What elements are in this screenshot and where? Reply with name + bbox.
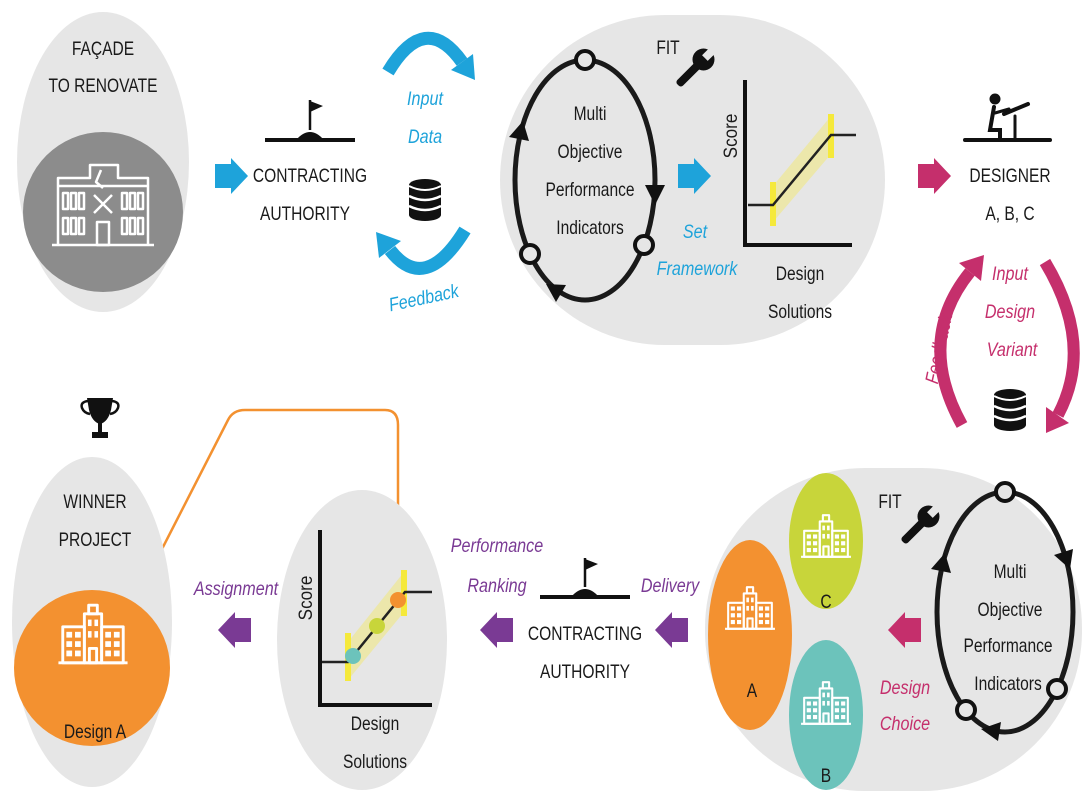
design-c-label: C — [820, 591, 831, 613]
input-design-variant-line2: Design — [985, 301, 1035, 323]
indicators-line4: Indicators — [974, 673, 1042, 695]
winner-design-label: Design A — [64, 721, 127, 743]
curved-arrow-right — [1039, 258, 1080, 418]
winner-line1: WINNER — [63, 491, 126, 513]
input-data-line1: Input — [407, 88, 444, 110]
fit-label: FIT — [878, 491, 902, 513]
arrowhead-icon — [451, 54, 475, 80]
contracting-authority-bottom: CONTRACTING AUTHORITY — [528, 558, 642, 682]
database-icon — [992, 388, 1028, 432]
winner-connector-line — [138, 408, 400, 600]
fit-label: FIT — [656, 37, 680, 59]
database-icon — [407, 178, 443, 222]
curved-arrow-left — [934, 268, 975, 428]
chart-axes — [318, 530, 432, 707]
curved-arrow-bottom — [384, 226, 471, 275]
performance-ranking-line2: Ranking — [467, 575, 526, 597]
design-variant-loop: Feedback Input Design Variant — [921, 255, 1080, 433]
set-framework-line2: Framework — [657, 258, 739, 280]
arrowhead-icon — [959, 255, 984, 281]
contracting-authority-line1: CONTRACTING — [253, 165, 367, 187]
design-c-circle — [789, 473, 863, 609]
score-chart-top: Score Design Solutions — [720, 80, 856, 322]
indicators-line2: Objective — [978, 599, 1043, 621]
arrow-left-icon — [218, 612, 251, 648]
input-data-loop: Input Data Feedback — [376, 31, 475, 316]
indicators-line3: Performance — [963, 635, 1052, 657]
design-b-circle — [789, 640, 863, 790]
damaged-building-icon — [52, 163, 154, 247]
designer-icon — [963, 93, 1052, 142]
design-a-point — [390, 592, 406, 608]
winner-line2: PROJECT — [59, 529, 132, 551]
arrow-left-icon — [655, 612, 688, 648]
designer-line2: A, B, C — [985, 203, 1034, 225]
contracting-authority-top: CONTRACTING AUTHORITY — [253, 100, 367, 224]
indicators-line4: Indicators — [556, 217, 624, 239]
wrench-icon — [676, 47, 716, 87]
indicator-cycle — [931, 481, 1076, 741]
flag-icon — [265, 100, 355, 142]
performance-ranking-line1: Performance — [451, 535, 544, 557]
arrow-right-icon — [918, 158, 951, 194]
winner-design-circle — [14, 590, 170, 746]
chart-xlabel-line2: Solutions — [768, 301, 832, 323]
design-a-label: A — [747, 680, 758, 702]
chart-xlabel-line2: Solutions — [343, 751, 407, 773]
indicators-line3: Performance — [545, 179, 634, 201]
arrow-right-icon — [215, 158, 248, 194]
indicator-cycle — [509, 49, 665, 303]
facade-title-line2: TO RENOVATE — [49, 75, 158, 97]
input-data-line2: Data — [408, 126, 442, 148]
score-curve — [748, 133, 856, 207]
indicators-line1: Multi — [574, 103, 607, 125]
arrow-left-icon — [480, 612, 513, 648]
fit-panel-bottom: A C B Design Choice FIT Multi Objective … — [705, 468, 1082, 791]
facade-node: FAÇADE TO RENOVATE — [17, 12, 189, 312]
chart-ylabel: Score — [720, 114, 741, 159]
trophy-icon — [80, 398, 120, 438]
contracting-authority-line2: AUTHORITY — [260, 203, 350, 225]
feedback-label: Feedback — [387, 280, 462, 316]
arrow-right-icon — [678, 158, 711, 194]
facade-circle — [23, 132, 183, 292]
chart-ylabel: Score — [295, 576, 316, 621]
indicators-line2: Objective — [558, 141, 623, 163]
designer-node: DESIGNER A, B, C — [963, 93, 1052, 225]
facade-title-line1: FAÇADE — [72, 38, 134, 60]
chart-axes — [743, 80, 852, 247]
arrowhead-icon — [1046, 407, 1069, 433]
input-design-variant-line3: Variant — [987, 339, 1039, 361]
curved-arrow-top — [382, 31, 468, 76]
designer-line1: DESIGNER — [969, 165, 1050, 187]
design-b-label: B — [821, 765, 831, 787]
chart-xlabel-line1: Design — [776, 263, 824, 285]
delivery-label: Delivery — [641, 575, 700, 597]
fit-panel-top: Multi Objective Performance Indicators F… — [500, 15, 885, 345]
input-design-variant-line1: Input — [992, 263, 1029, 285]
wrench-icon — [901, 504, 941, 544]
assignment-label: Assignment — [193, 578, 279, 600]
design-choice-line2: Choice — [880, 713, 930, 735]
design-choice-line1: Design — [880, 677, 930, 699]
design-c-point — [369, 618, 385, 634]
set-framework-line1: Set — [683, 221, 708, 243]
winner-node: WINNER PROJECT Design A — [12, 457, 172, 787]
arrowhead-icon — [376, 232, 401, 258]
flag-icon — [540, 558, 630, 599]
feedback-vertical-label: Feedback — [921, 311, 957, 386]
design-b-point — [345, 648, 361, 664]
contracting-authority-line2: AUTHORITY — [540, 661, 630, 683]
design-a-circle — [708, 540, 792, 730]
indicators-line1: Multi — [994, 561, 1027, 583]
arrow-left-icon — [888, 612, 921, 648]
chart-xlabel-line1: Design — [351, 713, 399, 735]
ranking-chart-node: Score Design Solutions — [277, 490, 447, 790]
contracting-authority-line1: CONTRACTING — [528, 623, 642, 645]
